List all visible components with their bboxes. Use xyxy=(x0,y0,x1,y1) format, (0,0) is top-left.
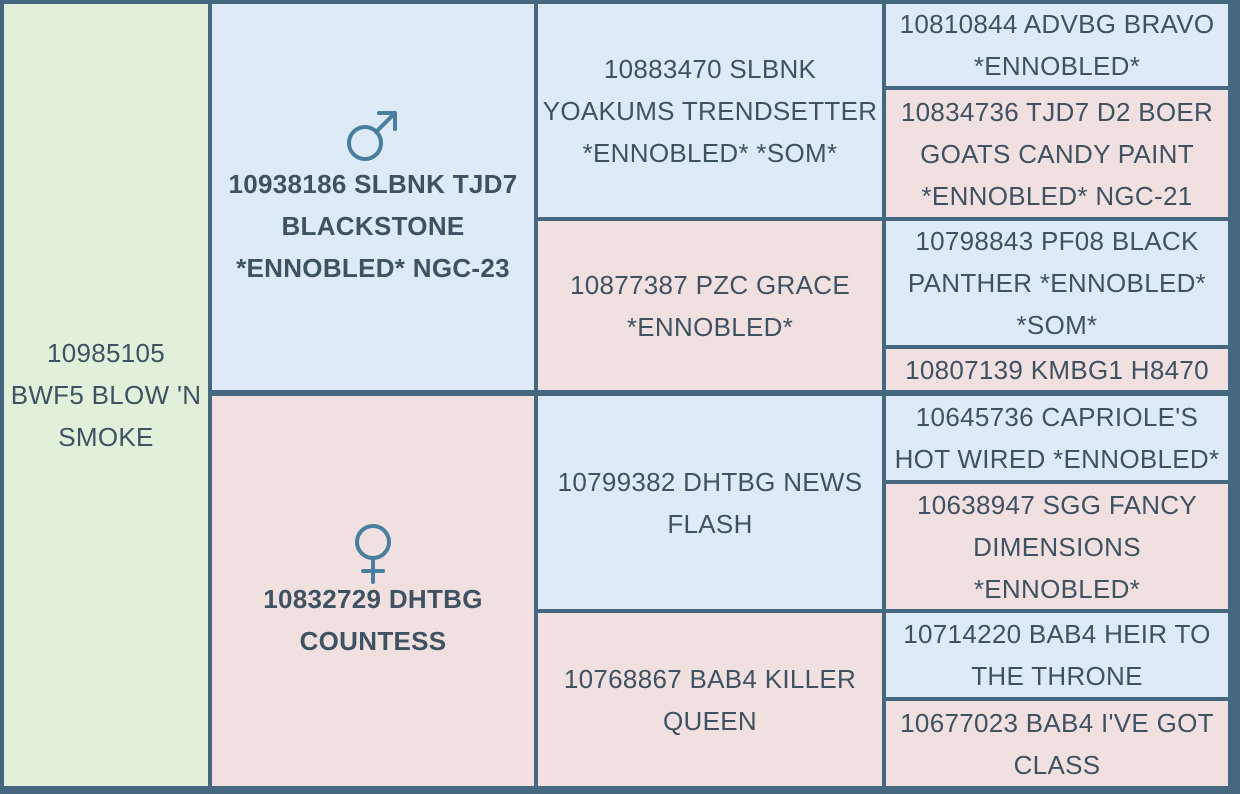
subject-cell: 10985105 BWF5 BLOW 'N SMOKE xyxy=(4,4,208,786)
dam-name: 10832729 DHTBG COUNTESS xyxy=(263,584,483,656)
sire-sire-sire-cell: 10810844 ADVBG BRAVO *ENNOBLED* xyxy=(886,4,1228,86)
sire-dam-dam-cell: 10807139 KMBG1 H8470 xyxy=(886,349,1228,390)
sire-sire-cell: 10883470 SLBNK YOAKUMS TRENDSETTER *ENNO… xyxy=(538,4,882,217)
sire-name: 10938186 SLBNK TJD7 BLACKSTONE *ENNOBLED… xyxy=(228,169,518,283)
dam-sire-cell: 10799382 DHTBG NEWS FLASH xyxy=(538,396,882,609)
dam-sire-dam-cell: 10638947 SGG FANCY DIMENSIONS *ENNOBLED* xyxy=(886,484,1228,609)
sire-sire-dam-cell: 10834736 TJD7 D2 BOER GOATS CANDY PAINT … xyxy=(886,90,1228,217)
sire-dam-name: 10877387 PZC GRACE *ENNOBLED* xyxy=(570,269,850,342)
dam-sire-sire-name: 10645736 CAPRIOLE'S HOT WIRED *ENNOBLED* xyxy=(894,402,1220,474)
dam-dam-dam-name: 10677023 BAB4 I'VE GOT CLASS xyxy=(900,707,1214,780)
sire-dam-sire-cell: 10798843 PF08 BLACK PANTHER *ENNOBLED* *… xyxy=(886,221,1228,345)
male-symbol-icon xyxy=(347,111,397,161)
dam-dam-sire-name: 10714220 BAB4 HEIR TO THE THRONE xyxy=(903,619,1211,691)
sire-sire-name: 10883470 SLBNK YOAKUMS TRENDSETTER *ENNO… xyxy=(542,53,878,168)
dam-cell: 10832729 DHTBG COUNTESS xyxy=(212,396,534,786)
sire-dam-cell: 10877387 PZC GRACE *ENNOBLED* xyxy=(538,221,882,390)
female-symbol-icon xyxy=(355,524,391,584)
dam-sire-sire-cell: 10645736 CAPRIOLE'S HOT WIRED *ENNOBLED* xyxy=(886,396,1228,480)
sire-sire-sire-name: 10810844 ADVBG BRAVO *ENNOBLED* xyxy=(899,9,1215,81)
dam-dam-sire-cell: 10714220 BAB4 HEIR TO THE THRONE xyxy=(886,613,1228,697)
sire-dam-dam-name: 10807139 KMBG1 H8470 xyxy=(905,354,1209,385)
subject-name: 10985105 BWF5 BLOW 'N SMOKE xyxy=(10,338,202,452)
dam-dam-name: 10768867 BAB4 KILLER QUEEN xyxy=(563,663,857,736)
dam-sire-dam-name: 10638947 SGG FANCY DIMENSIONS *ENNOBLED* xyxy=(917,489,1197,604)
sire-sire-dam-name: 10834736 TJD7 D2 BOER GOATS CANDY PAINT … xyxy=(900,96,1214,211)
dam-dam-cell: 10768867 BAB4 KILLER QUEEN xyxy=(538,613,882,786)
dam-sire-name: 10799382 DHTBG NEWS FLASH xyxy=(557,466,863,539)
sire-dam-sire-name: 10798843 PF08 BLACK PANTHER *ENNOBLED* *… xyxy=(907,226,1207,340)
dam-dam-dam-cell: 10677023 BAB4 I'VE GOT CLASS xyxy=(886,701,1228,786)
sire-cell: 10938186 SLBNK TJD7 BLACKSTONE *ENNOBLED… xyxy=(212,4,534,390)
